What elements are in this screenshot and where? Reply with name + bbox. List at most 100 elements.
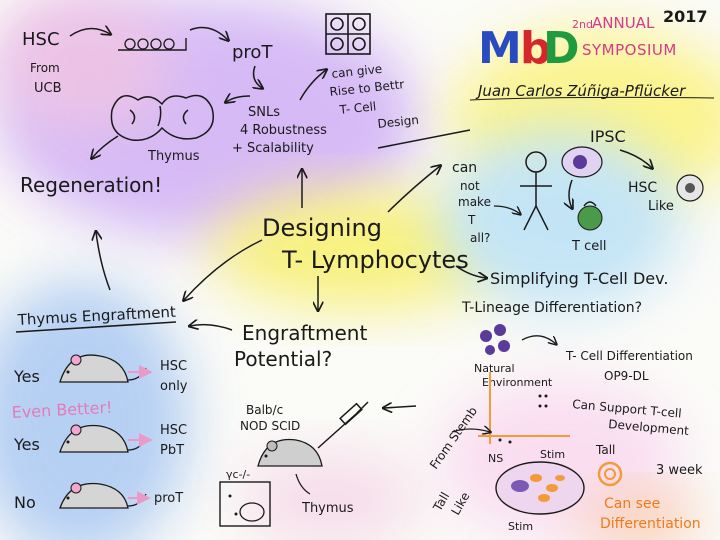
ipsc-label: IPSC xyxy=(590,127,626,146)
simplifying-title: Simplifying T-Cell Dev. xyxy=(490,269,668,288)
ns-label: NS xyxy=(488,452,503,465)
diff-line-1: T- Cell Differentiation xyxy=(565,349,693,363)
syringe-icon xyxy=(317,401,369,449)
can-see-label: Can see xyxy=(604,496,660,512)
note-line-1: can give xyxy=(331,62,383,81)
snls-label: SNLs xyxy=(248,105,280,120)
no-label: No xyxy=(14,493,36,512)
arrow-to-regeneration xyxy=(96,232,111,291)
hsc-like-label-1: HSC xyxy=(628,180,657,196)
speaker-underline xyxy=(469,96,715,101)
tcell-label: T cell xyxy=(571,239,606,254)
center-title-line-2: T- Lymphocytes xyxy=(281,246,469,274)
arrow-thymus-model xyxy=(295,473,311,495)
thymus-model-label: Thymus xyxy=(301,501,354,516)
culture-plate-icon xyxy=(118,38,187,51)
orange-cell-icon xyxy=(597,461,623,487)
hsc-only-label-1: HSC xyxy=(160,359,187,374)
not-label: not xyxy=(460,179,480,193)
mouse-pink-icon xyxy=(59,354,147,383)
mouse-gray-icon xyxy=(257,438,323,467)
arrow-ipsc-to-tcell xyxy=(569,179,572,208)
stim-dish-icon xyxy=(495,461,585,515)
tall-label: Tall xyxy=(595,443,615,457)
arrow-center-to-simplifying xyxy=(455,265,486,278)
title-underline xyxy=(15,321,177,333)
cell-grid-icon xyxy=(325,13,371,55)
three-week-label: 3 week xyxy=(656,463,703,478)
tcell-icon xyxy=(577,201,603,231)
arrow-center-to-left xyxy=(184,239,263,300)
logo-year: 2017 xyxy=(663,7,708,26)
scalability-label: + Scalability xyxy=(232,141,314,156)
speaker-name: Juan Carlos Zúñiga-Pflücker xyxy=(475,82,686,100)
diff-line-2: OP9-DL xyxy=(604,369,649,383)
note-divider xyxy=(377,129,471,149)
arrow-culture-to-prot xyxy=(189,26,228,40)
arrow-to-stim-dish xyxy=(451,429,490,432)
mouse-row-2: Yes HSC PbT xyxy=(13,423,187,458)
arrow-center-to-right xyxy=(387,166,440,213)
mouse-pink-icon-2 xyxy=(59,424,147,453)
thymus-label: Thymus xyxy=(147,149,200,164)
stick-person-icon xyxy=(520,151,552,231)
robustness-label: 4 Robustness xyxy=(240,123,327,138)
arrow-prot-to-snls xyxy=(254,65,262,88)
logo-ordinal: 2nd xyxy=(572,18,593,31)
natural-environment: Natural Environment xyxy=(474,324,556,389)
arrow-snls-to-note xyxy=(299,70,326,101)
pbt-label: PbT xyxy=(160,443,184,458)
natural-label: Natural xyxy=(474,362,515,375)
stim-label-bottom: Stim xyxy=(508,520,533,533)
yes-2-label: Yes xyxy=(13,435,40,454)
differentiation-label: Differentiation xyxy=(600,516,701,532)
tissue-box-icon xyxy=(219,481,271,527)
regeneration-label: Regeneration! xyxy=(20,173,162,197)
stim-label-top: Stim xyxy=(540,448,565,461)
hsc-label: HSC xyxy=(22,29,60,50)
t-label: T xyxy=(467,213,476,227)
ucb-label: UCB xyxy=(34,81,62,96)
yes-1-label: Yes xyxy=(13,367,40,386)
can-label: can xyxy=(452,160,477,176)
hsc-label-2: HSC xyxy=(160,423,187,438)
ipsc-cell-icon xyxy=(561,146,603,178)
mouse-row-3: No proT xyxy=(14,482,183,512)
flow-dots xyxy=(498,394,548,444)
nod-scid-label: NOD SCID xyxy=(240,419,300,433)
logo-letter-d: D xyxy=(543,23,580,74)
engraftment-label: Engraftment xyxy=(242,321,367,345)
logo-letter-b: b xyxy=(520,23,552,74)
arrow-thymus-to-regeneration xyxy=(92,135,119,158)
prot-label-left: proT xyxy=(154,491,183,506)
center-title-line-1: Designing xyxy=(262,214,382,242)
hsc-cell-icon xyxy=(676,174,704,202)
prot-label: proT xyxy=(232,42,273,63)
mouse-row-1: Yes HSC only xyxy=(13,354,188,394)
arrow-all-to-person xyxy=(493,205,520,214)
balbc-label: Balb/c xyxy=(246,403,283,417)
logo-letter-m: M xyxy=(478,23,522,74)
arrow-ipsc-to-hsc xyxy=(619,149,652,168)
hsc-only-label-2: only xyxy=(160,379,188,394)
note-line-4: Design xyxy=(377,113,420,131)
thymus-icon xyxy=(110,94,214,141)
arrow-hsc-to-culture xyxy=(69,28,110,37)
from-label: From xyxy=(30,61,60,75)
potential-label: Potential? xyxy=(234,347,332,371)
logo-annual: ANNUAL xyxy=(592,14,655,32)
simplifying-question: T-Lineage Differentiation? xyxy=(461,300,642,316)
hsc-prot-flow: HSC From UCB proT Thymus Regeneration! S… xyxy=(20,28,327,197)
gamma-c-label: γc-/- xyxy=(226,468,250,481)
environment-label: Environment xyxy=(482,376,553,389)
arrow-natural-to-diff xyxy=(521,335,556,344)
make-label: make xyxy=(458,195,491,209)
arrow-engraft-to-left xyxy=(190,325,233,331)
logo-symposium: SYMPOSIUM xyxy=(582,41,677,59)
arrow-to-flow xyxy=(384,406,417,408)
note-line-3: T- Cell xyxy=(338,99,377,117)
ipsc-cluster: IPSC HSC Like T cell can not make T all? xyxy=(452,127,704,254)
hsc-like-label-2: Like xyxy=(648,199,674,214)
symposium-logo: M b D 2nd ANNUAL SYMPOSIUM 2017 xyxy=(478,7,708,74)
